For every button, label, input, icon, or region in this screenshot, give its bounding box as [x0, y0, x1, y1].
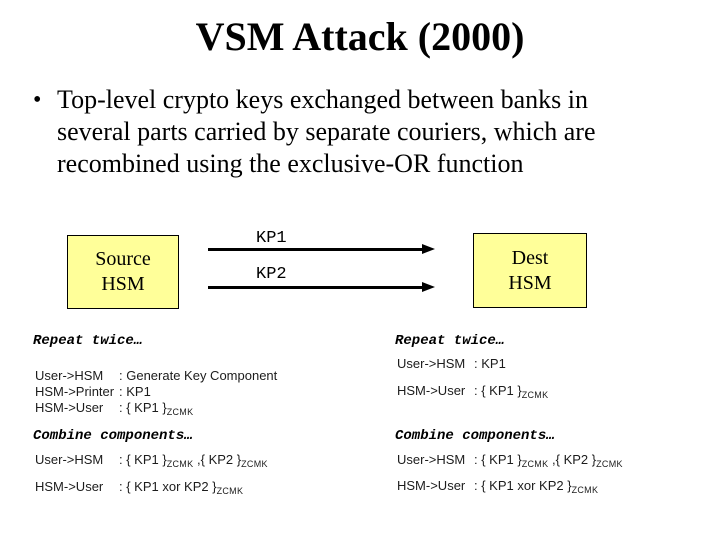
protocol-message: : { KP1 xor KP2 } [474, 478, 572, 493]
key-subscript: ZCMK [166, 407, 194, 417]
protocol-message: : { KP1 } [474, 383, 522, 398]
protocol-message: : KP1 [119, 384, 151, 399]
protocol-actor: User->HSM [397, 452, 466, 467]
protocol-line: HSM->User : { KP1 }ZCMK [397, 383, 548, 400]
combine-header-left: Combine components… [33, 428, 193, 444]
protocol-message: ,{ KP2 } [548, 452, 597, 467]
bullet-text-line: several parts carried by separate courie… [57, 117, 596, 146]
protocol-actor: HSM->Printer [35, 384, 115, 399]
kp1-arrow-label: KP1 [256, 229, 287, 248]
protocol-message: : { KP1 xor KP2 } [119, 479, 217, 494]
key-subscript: ZCMK [521, 390, 549, 400]
protocol-message: : { KP1 } [474, 452, 522, 467]
key-subscript: ZCMK [216, 486, 244, 496]
protocol-message: : KP1 [474, 356, 506, 371]
source-hsm-label-line1: Source [95, 248, 151, 270]
key-subscript: ZCMK [571, 485, 599, 495]
protocol-line: User->HSM: { KP1 }ZCMK ,{ KP2 }ZCMK [397, 452, 623, 469]
combine-header-right: Combine components… [395, 428, 555, 444]
protocol-line: HSM->User : { KP1 }ZCMK [35, 400, 193, 417]
source-hsm-box: Source HSM [67, 235, 179, 309]
bullet-text-line: Top-level crypto keys exchanged between … [57, 85, 588, 114]
bullet-item: • Top-level crypto keys exchanged betwee… [33, 84, 683, 180]
protocol-actor: User->HSM [397, 356, 466, 371]
repeat-header-right: Repeat twice… [395, 333, 505, 349]
protocol-actor: HSM->User [35, 400, 104, 415]
slide-title: VSM Attack (2000) [195, 14, 525, 59]
protocol-actor: HSM->User [397, 383, 466, 398]
protocol-actor: User->HSM [35, 368, 104, 383]
protocol-message: : { KP1 } [119, 400, 167, 415]
source-hsm-label-line2: HSM [101, 273, 145, 295]
key-subscript: ZCMK [596, 459, 623, 469]
protocol-line: HSM->Printer : KP1 [35, 384, 151, 401]
repeat-header-left: Repeat twice… [33, 333, 143, 349]
protocol-line: HSM->User : { KP1 xor KP2 }ZCMK [397, 478, 598, 495]
protocol-actor: HSM->User [397, 478, 466, 493]
dest-hsm-label-line2: HSM [508, 271, 552, 294]
protocol-actor: User->HSM [35, 452, 104, 467]
key-subscript: ZCMK [241, 459, 268, 469]
dest-hsm-box: Dest HSM [473, 233, 587, 308]
protocol-message: ,{ KP2 } [193, 452, 242, 467]
kp2-arrow [208, 286, 424, 289]
protocol-line: User->HSM : KP1 [397, 356, 506, 373]
bullet-marker: • [33, 87, 42, 113]
protocol-line: User->HSM : Generate Key Component [35, 368, 277, 385]
bullet-text: Top-level crypto keys exchanged between … [57, 84, 596, 180]
protocol-message: : Generate Key Component [119, 368, 278, 383]
kp2-arrow-label: KP2 [256, 265, 287, 284]
dest-hsm-label-line1: Dest [511, 246, 549, 269]
protocol-message: : { KP1 } [119, 452, 167, 467]
protocol-line: User->HSM: { KP1 }ZCMK ,{ KP2 }ZCMK [35, 452, 268, 469]
bullet-text-line: recombined using the exclusive-OR functi… [57, 149, 524, 178]
key-subscript: ZCMK [166, 459, 194, 469]
kp1-arrow [208, 248, 424, 251]
kp1-arrowhead-icon [422, 244, 435, 254]
protocol-actor: HSM->User [35, 479, 104, 494]
kp2-arrowhead-icon [422, 282, 435, 292]
key-subscript: ZCMK [521, 459, 549, 469]
protocol-line: HSM->User : { KP1 xor KP2 }ZCMK [35, 479, 243, 496]
